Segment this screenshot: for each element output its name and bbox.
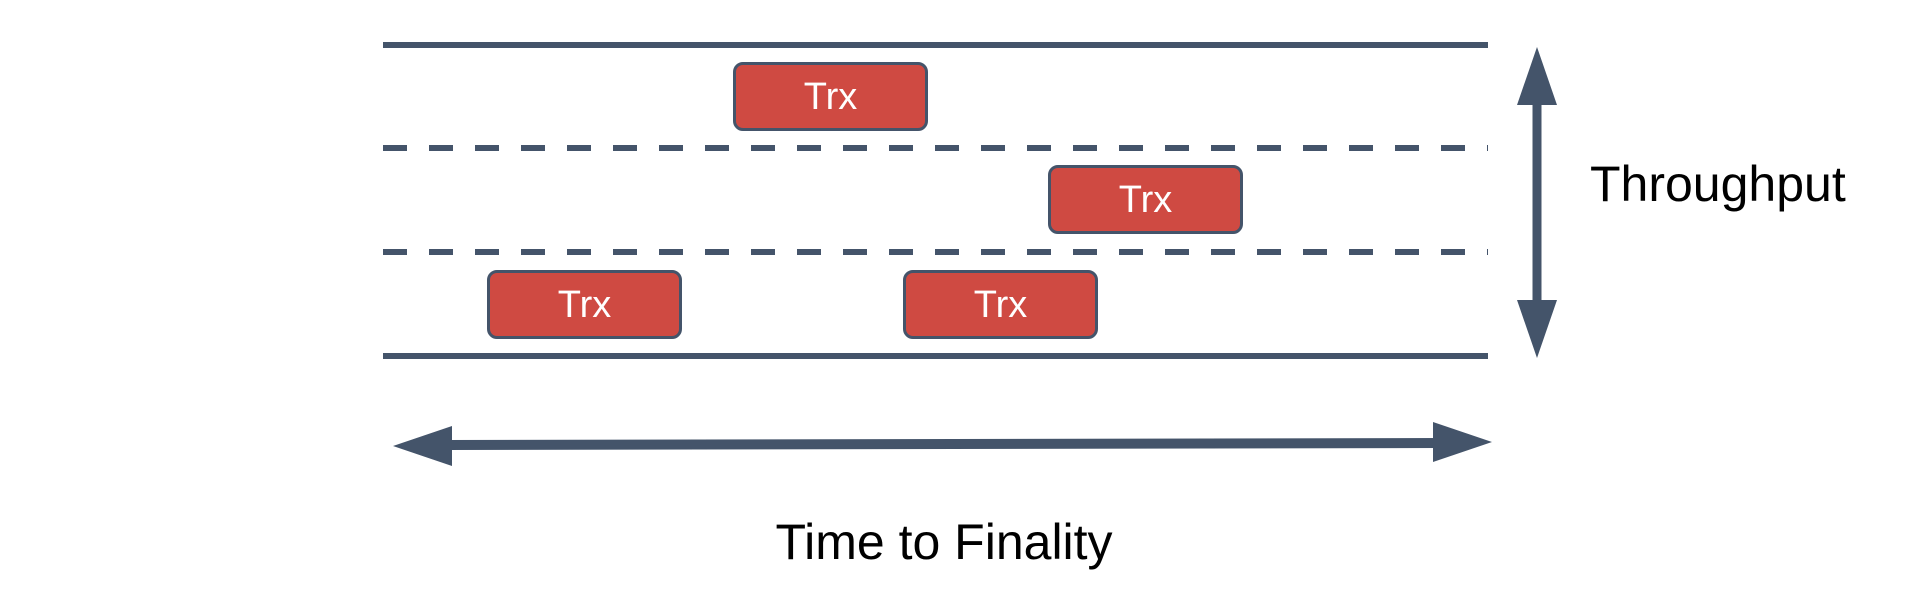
trx-box-middle-lane: Trx (1048, 165, 1243, 234)
trx-box-label: Trx (973, 283, 1028, 326)
trx-box-label: Trx (803, 75, 858, 118)
trx-box-bottom-lane-right: Trx (903, 270, 1098, 339)
throughput-double-arrow-icon (1517, 47, 1557, 358)
trx-box-top-lane: Trx (733, 62, 928, 131)
time-to-finality-double-arrow-icon (393, 422, 1492, 466)
trx-box-bottom-lane-left: Trx (487, 270, 682, 339)
time-to-finality-axis-label: Time to Finality (775, 514, 1113, 570)
throughput-axis-label: Throughput (1590, 156, 1846, 212)
trx-box-label: Trx (1118, 178, 1173, 221)
trx-box-label: Trx (557, 283, 612, 326)
